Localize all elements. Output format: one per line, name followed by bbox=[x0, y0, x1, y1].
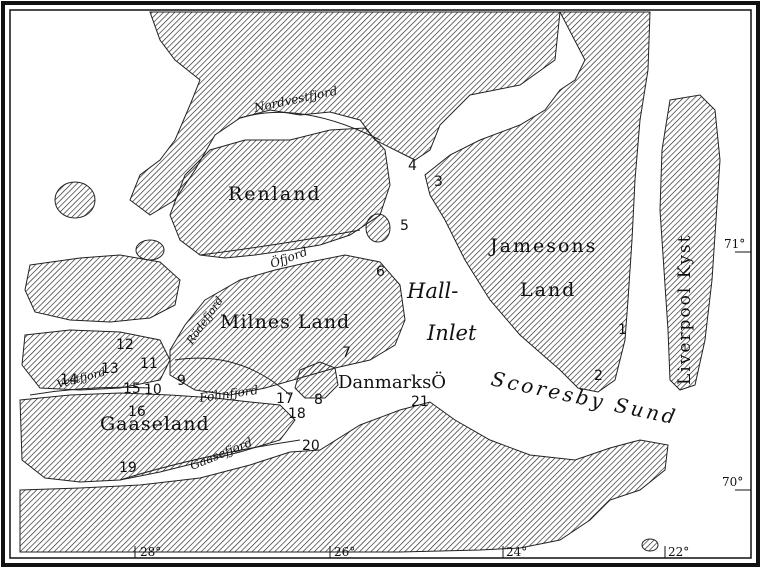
graticule bbox=[134, 251, 751, 558]
site-10: 10 bbox=[144, 382, 162, 398]
land-liverpool bbox=[659, 94, 721, 391]
site-13: 13 bbox=[101, 361, 119, 377]
site-4: 4 bbox=[408, 158, 417, 174]
label-inlet: Inlet bbox=[426, 321, 477, 345]
islet-4 bbox=[641, 538, 659, 552]
land-masses bbox=[19, 11, 721, 553]
site-7: 7 bbox=[342, 345, 351, 361]
land-jamesons bbox=[424, 11, 651, 393]
site-12: 12 bbox=[116, 337, 134, 353]
site-19: 19 bbox=[119, 460, 137, 476]
lat-labels: 71° 70° bbox=[722, 237, 745, 489]
land-danmarks-o bbox=[294, 361, 339, 399]
label-land: Land bbox=[520, 279, 576, 301]
lon-22: 22° bbox=[668, 545, 689, 559]
label-danmarks-o: DanmarksÖ bbox=[338, 370, 446, 393]
site-20: 20 bbox=[302, 438, 320, 454]
label-renland: Renland bbox=[228, 183, 322, 205]
site-5: 5 bbox=[400, 218, 409, 234]
label-jamesons: Jamesons bbox=[488, 235, 597, 257]
lon-24: 24° bbox=[506, 545, 527, 559]
site-18: 18 bbox=[288, 406, 306, 422]
coast-lines bbox=[29, 111, 381, 481]
lon-labels: 28° 26° 24° 22° bbox=[140, 545, 689, 559]
site-16: 16 bbox=[128, 404, 146, 420]
lat-70: 70° bbox=[722, 475, 743, 489]
land-west-a bbox=[24, 254, 181, 323]
site-21: 21 bbox=[411, 394, 429, 410]
label-hall: Hall- bbox=[406, 279, 458, 303]
map-border-inner bbox=[9, 9, 752, 559]
lon-28: 28° bbox=[140, 545, 161, 559]
site-11: 11 bbox=[140, 356, 158, 372]
site-17: 17 bbox=[276, 391, 294, 407]
lat-71: 71° bbox=[724, 237, 745, 251]
land-south bbox=[19, 401, 669, 553]
site-6: 6 bbox=[376, 264, 385, 280]
islet-3 bbox=[365, 213, 391, 243]
label-milnes-land: Milnes Land bbox=[220, 311, 350, 333]
site-1: 1 bbox=[618, 322, 627, 338]
lon-26: 26° bbox=[334, 545, 355, 559]
label-gaaseland: Gaaseland bbox=[100, 413, 210, 435]
site-15: 15 bbox=[123, 381, 141, 397]
islet-1 bbox=[54, 181, 96, 219]
site-14: 14 bbox=[60, 372, 78, 388]
islet-2 bbox=[135, 239, 165, 261]
land-west-b bbox=[21, 329, 171, 391]
land-renland bbox=[169, 127, 391, 259]
site-3: 3 bbox=[434, 174, 443, 190]
site-numbers: 1 2 3 4 5 6 7 8 9 10 11 12 13 14 15 16 1… bbox=[60, 158, 627, 476]
site-9: 9 bbox=[177, 373, 186, 389]
site-8: 8 bbox=[314, 392, 323, 408]
label-liverpool-kyst: Liverpool Kyst bbox=[675, 234, 695, 385]
land-milnes bbox=[169, 254, 406, 396]
site-2: 2 bbox=[594, 368, 603, 384]
land-gaaseland bbox=[19, 392, 296, 483]
